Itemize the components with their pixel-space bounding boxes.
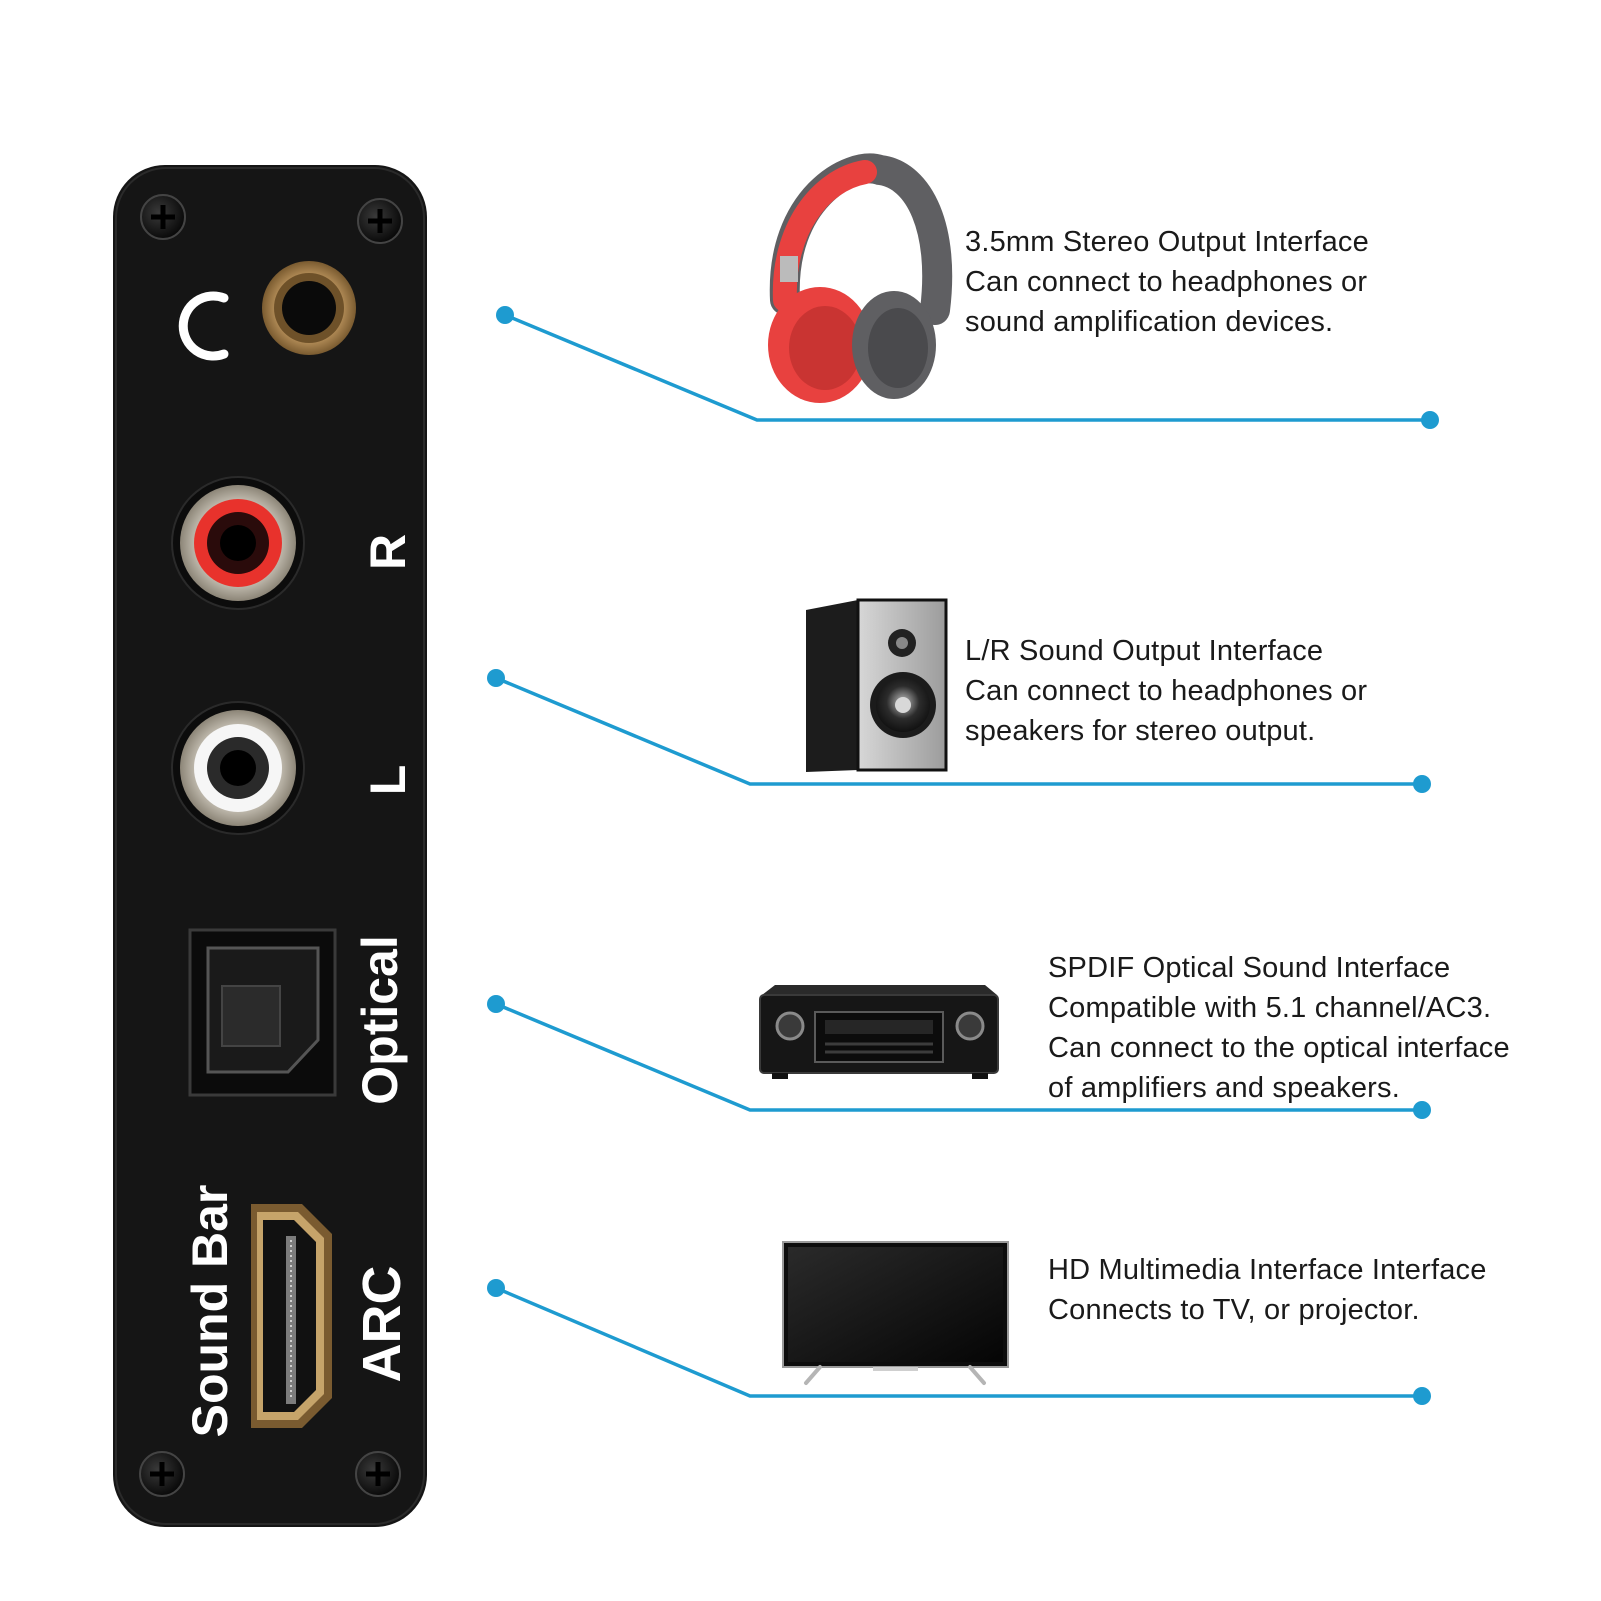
label-arc: ARC (352, 1266, 412, 1383)
label-r: R (360, 534, 416, 570)
description-line: L/R Sound Output Interface (965, 635, 1324, 667)
connector-line (487, 995, 1431, 1119)
label-sound-bar: Sound Bar (182, 1185, 238, 1438)
description-line: HD Multimedia Interface Interface (1048, 1254, 1487, 1286)
description-line: Compatible with 5.1 channel/AC3. (1048, 992, 1492, 1024)
rca-jack-right (171, 476, 305, 610)
description-line: SPDIF Optical Sound Interface (1048, 952, 1451, 984)
headphone-jack (262, 261, 356, 355)
screw-icon (355, 1451, 401, 1497)
interface-description-hdmi: HD Multimedia Interface Interface Connec… (1048, 1250, 1487, 1330)
description-line: 3.5mm Stereo Output Interface (965, 226, 1369, 258)
interface-description-stereo: 3.5mm Stereo Output Interface Can connec… (965, 222, 1369, 342)
rca-jack-left (171, 701, 305, 835)
description-line: sound amplification devices. (965, 306, 1334, 338)
screw-icon (357, 198, 403, 244)
screw-icon (140, 194, 186, 240)
description-line: Can connect to headphones or (965, 266, 1368, 298)
description-line: Connects to TV, or projector. (1048, 1294, 1420, 1326)
description-line: speakers for stereo output. (965, 715, 1316, 747)
description-line: of amplifiers and speakers. (1048, 1072, 1400, 1104)
label-l: L (360, 765, 416, 796)
device-panel: R L Optical ARC Sound Bar (113, 165, 427, 1527)
description-line: Can connect to headphones or (965, 675, 1368, 707)
connector-line (487, 669, 1431, 793)
label-optical: Optical (352, 935, 408, 1104)
headphone-symbol-icon (178, 291, 229, 361)
description-line: Can connect to the optical interface (1048, 1032, 1510, 1064)
tv-icon (782, 1241, 1009, 1385)
headphones-icon (768, 153, 953, 403)
connector-line (496, 306, 1439, 429)
hdmi-port (251, 1204, 332, 1428)
speaker-icon (806, 598, 948, 772)
interface-description-lr: L/R Sound Output Interface Can connect t… (965, 631, 1367, 751)
interface-description-optical: SPDIF Optical Sound Interface Compatible… (1048, 948, 1510, 1108)
optical-port (188, 928, 337, 1097)
av-receiver-icon (759, 985, 999, 1079)
screw-icon (139, 1451, 185, 1497)
connector-line (487, 1279, 1431, 1405)
